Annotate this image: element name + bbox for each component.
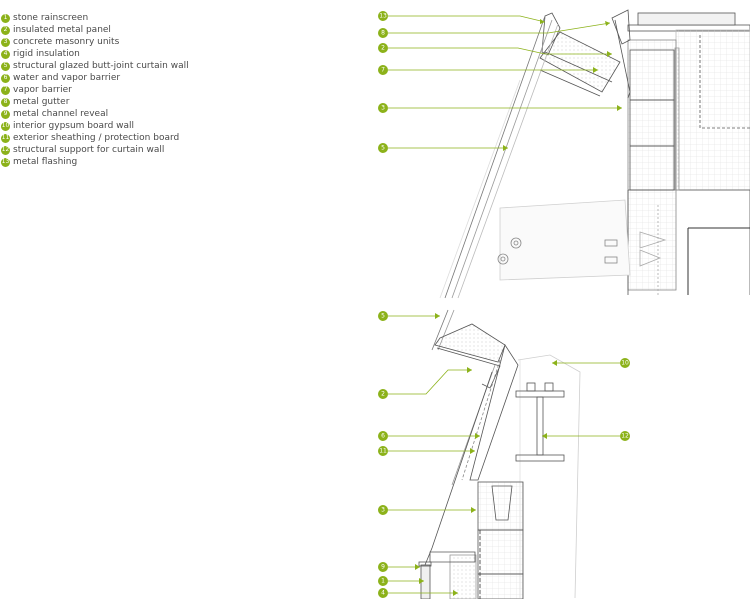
callout-number: 3 <box>381 507 385 514</box>
callout-number: 8 <box>381 30 385 37</box>
bottom-detail <box>418 309 581 599</box>
legend-number-badge: 8 <box>1 97 10 107</box>
callout-number: 9 <box>381 564 385 571</box>
legend-number-badge: 11 <box>1 133 10 143</box>
legend-number-badge: 6 <box>1 73 10 83</box>
callout-number: 2 <box>381 391 385 398</box>
legend-number-badge: 13 <box>1 157 10 167</box>
callout: 3 <box>378 505 388 515</box>
callout: 11 <box>378 446 388 456</box>
callout-leaders <box>388 15 622 594</box>
callout-number: 6 <box>381 433 385 440</box>
legend-label: water and vapor barrier <box>13 73 121 83</box>
callout: 10 <box>620 358 630 368</box>
legend-number-badge: 5 <box>1 61 10 71</box>
legend-label: metal gutter <box>13 97 70 107</box>
legend-number-badge: 2 <box>1 25 10 35</box>
callout-number: 11 <box>379 448 387 455</box>
callout-number: 4 <box>381 590 385 597</box>
callout-arrowheads <box>415 19 622 596</box>
callout: 5 <box>378 143 388 153</box>
callout: 2 <box>378 43 388 53</box>
callout-number: 10 <box>621 360 629 367</box>
legend-number-badge: 3 <box>1 37 10 47</box>
callout-number: 1 <box>381 578 385 585</box>
legend-label: vapor barrier <box>13 85 72 95</box>
legend-label: metal channel reveal <box>13 109 109 119</box>
callout: 4 <box>378 588 388 598</box>
legend-number-badge: 10 <box>1 121 10 131</box>
legend-number-badge: 12 <box>1 145 10 155</box>
callout-number: 2 <box>381 45 385 52</box>
callout-number: 5 <box>381 145 385 152</box>
callout: 3 <box>378 103 388 113</box>
legend-label: structural support for curtain wall <box>13 145 165 155</box>
callout: 5 <box>378 311 388 321</box>
legend-label: metal flashing <box>13 157 78 167</box>
callout: 2 <box>378 389 388 399</box>
legend-label: stone rainscreen <box>13 13 89 23</box>
callout: 1 <box>378 576 388 586</box>
callout: 7 <box>378 65 388 75</box>
legend-label: concrete masonry units <box>13 37 120 47</box>
legend-number-badge: 7 <box>1 85 10 95</box>
callout-number: 3 <box>381 105 385 112</box>
callout-number: 13 <box>379 13 387 20</box>
callout: 13 <box>378 11 388 21</box>
callout-number: 7 <box>381 67 385 74</box>
legend-label: rigid insulation <box>13 49 80 59</box>
top-detail <box>439 9 750 299</box>
callout: 12 <box>620 431 630 441</box>
callout-number: 12 <box>621 433 629 440</box>
callout: 6 <box>378 431 388 441</box>
callout-bubbles: 13 8 2 7 3 5 5 10 2 6 12 11 3 9 1 4 <box>378 11 630 598</box>
callout: 9 <box>378 562 388 572</box>
callout: 8 <box>378 28 388 38</box>
callout-number: 5 <box>381 313 385 320</box>
legend-label: structural glazed butt-joint curtain wal… <box>13 61 189 71</box>
legend-number-badge: 9 <box>1 109 10 119</box>
legend-number-badge: 1 <box>1 13 10 23</box>
legend-label: insulated metal panel <box>13 25 111 35</box>
legend-number-badge: 4 <box>1 49 10 59</box>
legend-label: interior gypsum board wall <box>13 121 135 131</box>
legend-label: exterior sheathing / protection board <box>13 133 180 143</box>
